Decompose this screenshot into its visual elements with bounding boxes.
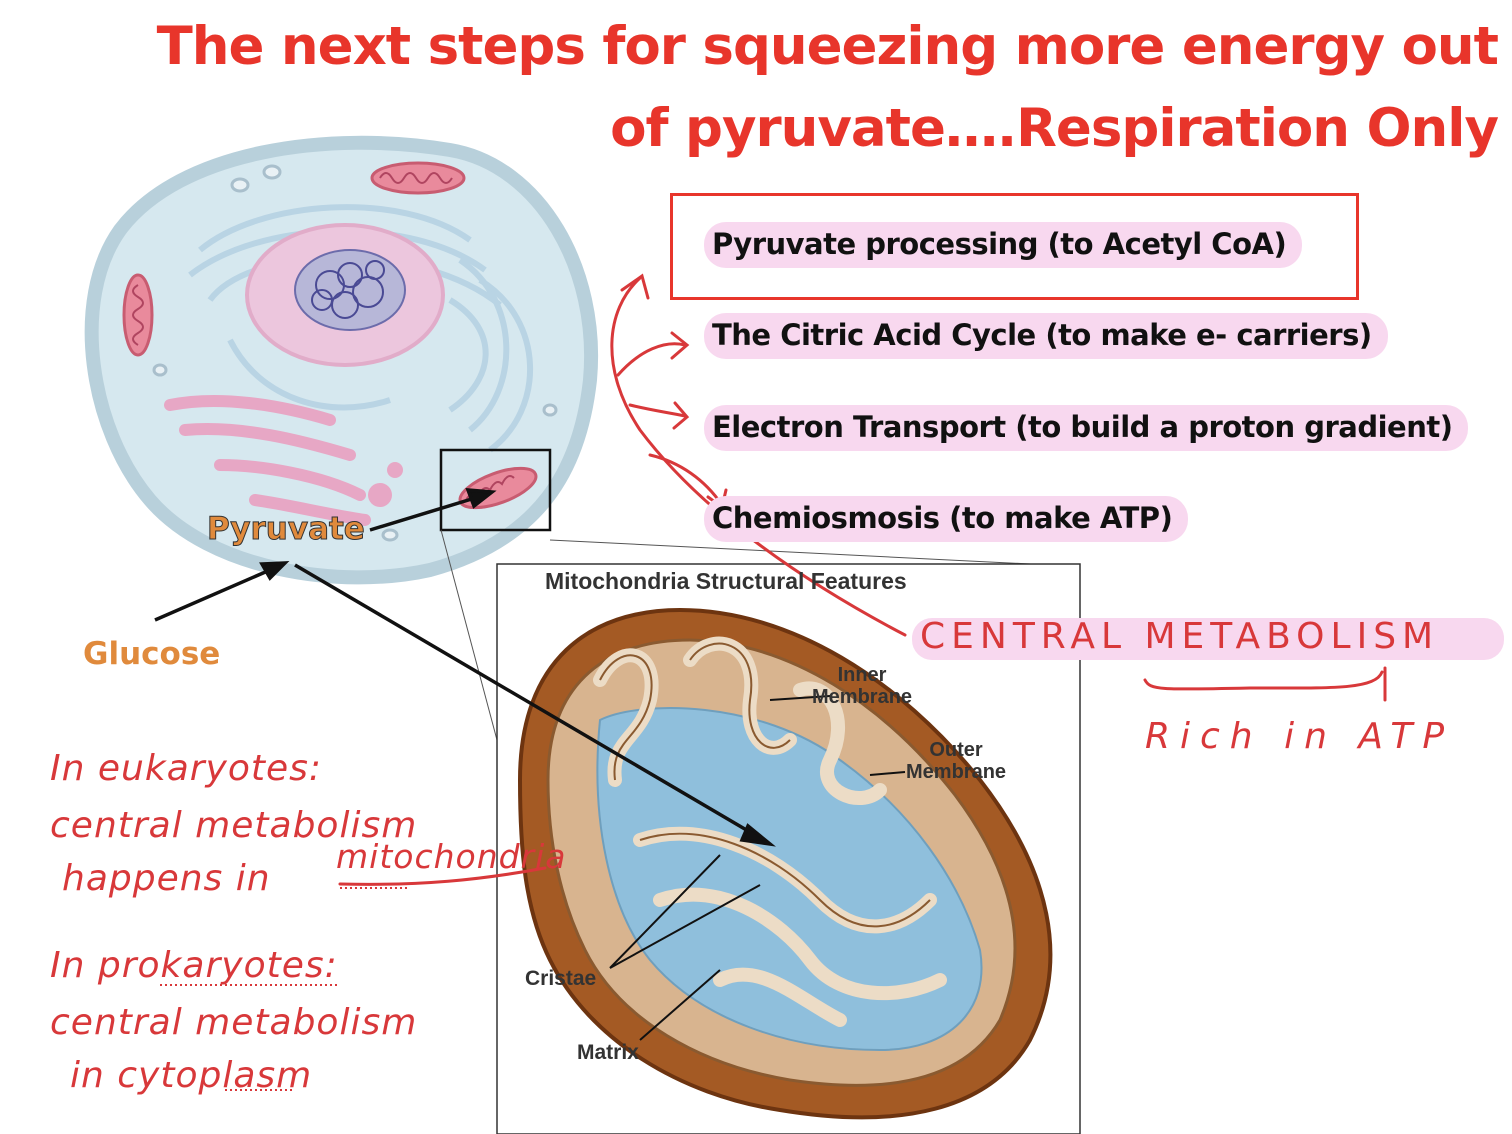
- chromatin: [311, 260, 385, 319]
- mito-panel-title: Mitochondria Structural Features: [545, 568, 907, 594]
- prokaryotes-note-line-2: central metabolism: [50, 1002, 418, 1043]
- outer-membrane-label: Outer Membrane: [906, 739, 1006, 783]
- inner-membrane-label: Inner Membrane: [812, 664, 912, 708]
- matrix-label: Matrix: [577, 1041, 639, 1064]
- glucose-label: Glucose: [83, 636, 221, 672]
- eukaryotes-note-line-1: In eukaryotes:: [50, 748, 323, 789]
- page-title-line-1: The next steps for squeezing more energy…: [156, 16, 1499, 77]
- eukaryotes-note-line-3: happens in: [62, 858, 271, 899]
- central-metabolism-highlight: [912, 618, 1504, 660]
- step-electron-transport: Electron Transport (to build a proton gr…: [704, 405, 1469, 451]
- cristae-label: Cristae: [525, 967, 597, 990]
- step-1-highlight-box: [670, 193, 1359, 300]
- step-chemiosmosis: Chemiosmosis (to make ATP): [704, 496, 1189, 542]
- zoom-box: [439, 448, 552, 532]
- pyruvate-label: Pyruvate: [207, 511, 366, 548]
- outer-label-line-2: Membrane: [906, 761, 1007, 783]
- prokaryotes-note-line-1: In prokaryotes:: [50, 945, 338, 986]
- dotted-underlines: [160, 887, 410, 1091]
- cristae-outlines: [599, 642, 931, 928]
- prokaryotes-note-line-3: in cytoplasm: [70, 1055, 313, 1096]
- inner-label-line-2: Membrane: [812, 686, 913, 708]
- inner-label-line-1: Inner: [837, 664, 887, 686]
- mitochondrion-illustration: [517, 607, 1053, 1120]
- step-citric-acid-cycle: The Citric Acid Cycle (to make e- carrie…: [704, 313, 1388, 359]
- vesicles: [152, 164, 558, 542]
- outer-label-line-1: Outer: [929, 739, 983, 761]
- page-title-line-2: of pyruvate….Respiration Only: [610, 98, 1499, 159]
- rich-in-atp-note: Rich in ATP: [1145, 716, 1455, 757]
- mitochondria-note: mitochondria: [336, 837, 567, 876]
- eukaryotes-note-line-2: central metabolism: [50, 805, 418, 846]
- cell-mitochondria: [122, 161, 538, 510]
- central-metabolism-note: CENTRAL METABOLISM: [920, 616, 1440, 657]
- black-arrows: [154, 488, 776, 847]
- step-pyruvate-processing: Pyruvate processing (to Acetyl CoA): [704, 222, 1303, 268]
- golgi-apparatus: [164, 395, 371, 526]
